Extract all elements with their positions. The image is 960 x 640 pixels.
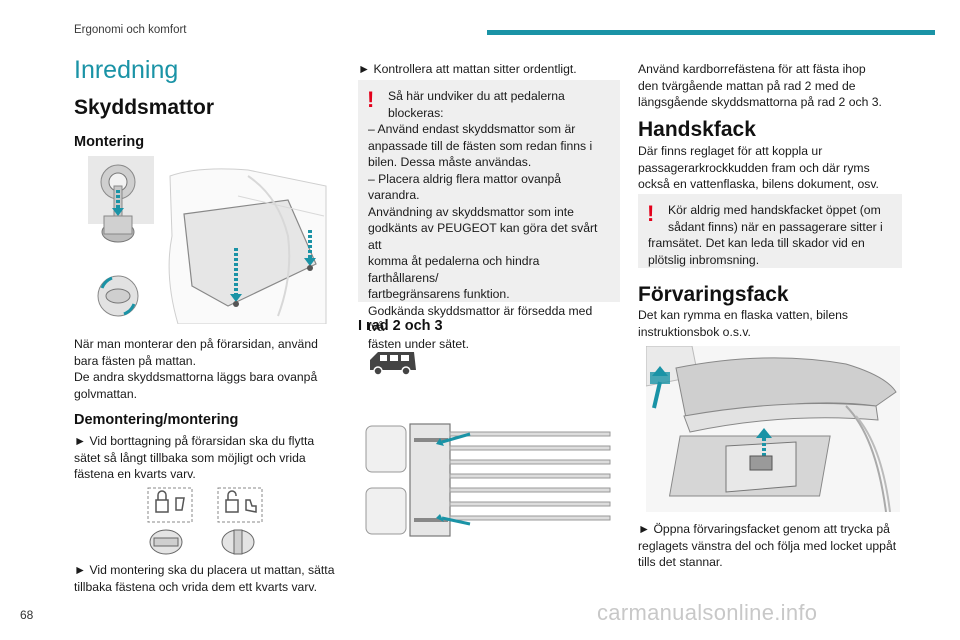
page-title: Inredning xyxy=(74,56,179,84)
open-storage-text: ► Öppna förvaringsfacket genom att tryck… xyxy=(638,521,910,571)
text-line: Användning av skyddsmattor som inte xyxy=(368,204,574,219)
velcro-text: Använd kardborrefästena för att fästa ih… xyxy=(638,61,908,111)
text-line: framsätet. Det kan leda till skador vid … xyxy=(648,236,865,250)
watermark: carmanualsonline.info xyxy=(597,600,818,625)
text-line: godkänts av PEUGEOT kan göra det svårt a… xyxy=(368,221,598,252)
warning-exclamation-icon: ! xyxy=(647,201,655,226)
text-line: Där finns reglaget för att koppla ur xyxy=(638,144,823,158)
text-line: anpassade till de fästen som redan finns… xyxy=(368,138,593,153)
text-line: ► Öppna förvaringsfacket genom att tryck… xyxy=(638,522,890,536)
text-line: plötslig inbromsning. xyxy=(648,252,760,267)
text-line: längsgående skyddsmattorna på rad 2 och … xyxy=(638,95,882,109)
fastener-lock-unlock-illustration xyxy=(147,487,263,555)
text-line: – Använd endast skyddsmattor som är xyxy=(368,122,576,136)
heading-mounting: Montering xyxy=(74,134,145,150)
header-accent-bar xyxy=(487,30,935,35)
page-number: 68 xyxy=(20,608,34,622)
mount-text: ► Vid montering ska du placera ut mattan… xyxy=(74,562,344,595)
text-line: passagerarkrockkudden fram och där ryms xyxy=(638,160,870,175)
text-line: När man monterar den på förarsidan, anvä… xyxy=(74,337,318,351)
text-line: ► Vid borttagning på förarsidan ska du f… xyxy=(74,434,315,448)
text-line: blockeras: xyxy=(388,105,444,120)
text-line: Godkända skyddsmattor är försedda med tv… xyxy=(368,303,593,335)
section-label: Ergonomi och komfort xyxy=(74,24,187,36)
text-line: De andra skyddsmattorna läggs bara ovanp… xyxy=(74,370,318,384)
text-line: – Placera aldrig flera mattor ovanpå xyxy=(368,171,562,186)
text-line: tills det stannar. xyxy=(638,555,723,569)
pedal-warning-box: ! Så här undviker du att pedalerna block… xyxy=(358,80,620,351)
text-line: bara fästen på mattan. xyxy=(74,353,196,368)
storage-text: Det kan rymma en flaska vatten, bilens i… xyxy=(638,307,908,340)
text-line: fartbegränsarens funktion. xyxy=(368,287,510,301)
text-line: fästena en kvarts varv. xyxy=(74,467,196,481)
text-line: komma åt pedalerna och hindra farthållar… xyxy=(368,254,540,285)
text-line: ► Vid montering ska du placera ut mattan… xyxy=(74,563,335,577)
mounting-text: När man monterar den på förarsidan, anvä… xyxy=(74,336,334,402)
glovebox-text: Där finns reglaget för att koppla ur pas… xyxy=(638,143,908,193)
text-line: tillbaka fästena och vrida dem ett kvart… xyxy=(74,579,317,594)
text-line: reglagets vänstra del och följa med lock… xyxy=(638,538,897,553)
text-line: Kör aldrig med handskfacket öppet (om xyxy=(668,203,881,217)
text-line: sådant finns) när en passagerare sitter … xyxy=(668,219,883,234)
text-line: fästen under sätet. xyxy=(368,336,469,351)
text-line: golvmattan. xyxy=(74,386,138,401)
check-mat-text: ► Kontrollera att mattan sitter ordentli… xyxy=(358,61,620,78)
heading-protective-mats: Skyddsmattor xyxy=(74,96,215,119)
text-line: också en vattenflaska, bilens dokument, … xyxy=(638,177,879,191)
glovebox-warning-box: ! Kör aldrig med handskfacket öppet (om … xyxy=(638,194,902,268)
text-line: Så här undviker du att pedalerna xyxy=(388,89,565,103)
heading-storage: Förvaringsfack xyxy=(638,283,789,306)
text-line: instruktionsbok o.s.v. xyxy=(638,324,751,339)
heading-remove-mount: Demontering/montering xyxy=(74,412,239,428)
text-line: Det kan rymma en flaska vatten, bilens xyxy=(638,308,848,322)
text-line: ► Kontrollera att mattan sitter ordentli… xyxy=(358,62,577,76)
mat-mounting-illustration xyxy=(88,156,327,324)
text-line: varandra. xyxy=(368,188,420,202)
storage-compartment-illustration xyxy=(646,346,900,512)
remove-text: ► Vid borttagning på förarsidan ska du f… xyxy=(74,433,336,483)
rows-mats-illustration xyxy=(365,423,611,537)
text-line: sätet så långt tillbaka som möjligt och … xyxy=(74,450,306,465)
text-line: Använd kardborrefästena för att fästa ih… xyxy=(638,62,866,76)
van-icon xyxy=(370,352,416,376)
warning-exclamation-icon: ! xyxy=(367,87,375,112)
text-line: bilen. Dessa måste användas. xyxy=(368,155,532,169)
heading-rows-2-3: I rad 2 och 3 xyxy=(358,318,443,334)
text-line: den tvärgående mattan på rad 2 med de xyxy=(638,78,856,93)
heading-glovebox: Handskfack xyxy=(638,118,756,141)
